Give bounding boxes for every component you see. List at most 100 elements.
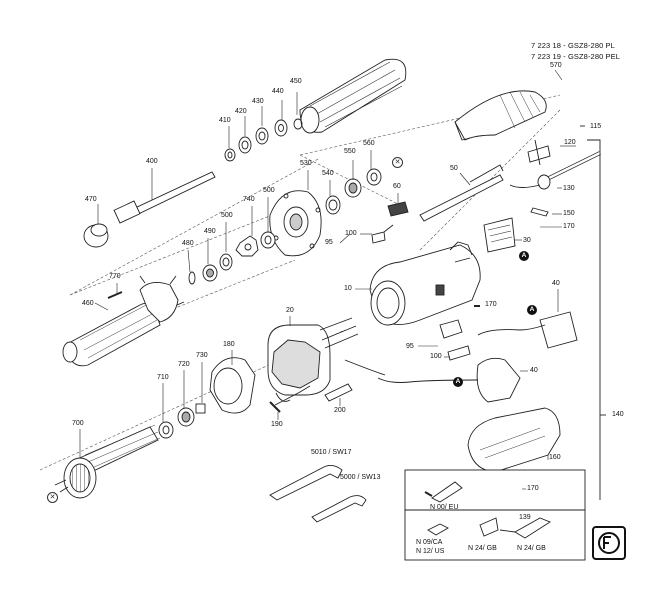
label-100-lower: 100 [430, 353, 442, 360]
label-20: 20 [286, 307, 294, 314]
part-140-bracket-line [587, 139, 606, 500]
part-100-brush-holder-upper [371, 224, 394, 244]
label-200: 200 [334, 407, 346, 414]
part-530-flange [269, 190, 322, 257]
label-740: 740 [243, 196, 255, 203]
part-130-power-cable [509, 151, 601, 190]
label-170-mid: 170 [485, 301, 497, 308]
label-160: 160 [549, 454, 561, 461]
part-115-cover-shell [454, 90, 547, 141]
label-plug-eu: N 00/ EU [430, 504, 459, 511]
model-line-2: 7 223 19 - GSZ8-280 PEL [531, 52, 621, 61]
marker-a-module: A [519, 251, 529, 261]
part-570-cover-tube [299, 58, 407, 134]
label-720: 720 [178, 361, 190, 368]
parts-500-spacers [219, 231, 276, 271]
parts-540-560-bearings [325, 168, 382, 215]
tool-5000-wrench [311, 495, 367, 523]
label-550: 550 [344, 148, 356, 155]
label-570: 570 [550, 62, 562, 69]
part-730-bushing [195, 403, 206, 414]
label-139: 139 [519, 514, 531, 521]
label-95-upper: 95 [325, 239, 333, 246]
label-560: 560 [363, 140, 375, 147]
label-180: 180 [223, 341, 235, 348]
part-400-spindle [113, 171, 216, 224]
label-100-upper: 100 [345, 230, 357, 237]
label-60: 60 [393, 183, 401, 190]
part-150-clip [530, 207, 549, 217]
label-430: 430 [252, 98, 264, 105]
part-190-cable [269, 385, 311, 413]
label-700: 700 [72, 420, 84, 427]
part-490-bearing [202, 264, 218, 282]
not-available-symbol-lower: ✕ [47, 492, 58, 503]
label-540: 540 [322, 170, 334, 177]
marker-a-switch-upper: A [527, 305, 537, 315]
label-plug-us: N 12/ US [416, 548, 445, 555]
part-700-armature [54, 424, 161, 499]
label-530: 530 [300, 160, 312, 167]
label-440: 440 [272, 88, 284, 95]
label-50: 50 [450, 165, 458, 172]
label-140: 140 [612, 411, 624, 418]
label-120: 120 [564, 139, 576, 146]
label-460: 460 [82, 300, 94, 307]
part-180-housing-ring [209, 357, 256, 414]
part-20-stator [267, 317, 359, 402]
model-line-1: 7 223 18 - GSZ8-280 PL [531, 41, 615, 50]
label-500-right: 500 [263, 187, 275, 194]
part-40-switch-upper [477, 311, 578, 349]
label-40-lower: 40 [530, 367, 538, 374]
label-95-lower: 95 [406, 343, 414, 350]
label-plug-gb-2: N 24/ GB [517, 545, 546, 552]
tool-5010-wrench [269, 465, 343, 501]
brand-logo-mark [598, 532, 620, 554]
part-480-ring [188, 271, 196, 285]
label-420: 420 [235, 108, 247, 115]
part-10-motor-housing [369, 241, 481, 326]
label-410: 410 [219, 117, 231, 124]
label-480: 480 [182, 240, 194, 247]
label-710: 710 [157, 374, 169, 381]
marker-a-switch-lower: A [453, 377, 463, 387]
plug-variants-box [404, 469, 586, 561]
part-200-sleeve [324, 359, 386, 402]
label-450: 450 [290, 78, 302, 85]
leader-lines [79, 69, 576, 490]
label-170-top: 170 [563, 223, 575, 230]
part-120-cable-clamp [527, 139, 551, 166]
part-460-front-housing [62, 275, 185, 367]
part-770-screw [107, 291, 123, 299]
part-470-collet-nut [83, 223, 109, 248]
label-10: 10 [344, 285, 352, 292]
label-190: 190 [271, 421, 283, 428]
part-30-electronic-module [483, 217, 516, 253]
part-60-switch-knob [387, 201, 409, 217]
part-720-bearing [177, 407, 195, 427]
label-490: 490 [204, 228, 216, 235]
label-130: 130 [563, 185, 575, 192]
part-710-washer [158, 421, 174, 439]
assembly-guide-lines [39, 94, 561, 471]
part-100-brush-holder-lower [439, 319, 471, 361]
label-wrench-5010: 5010 / SW17 [311, 449, 352, 456]
label-500-left: 500 [221, 212, 233, 219]
label-170-lower: 170 [527, 485, 539, 492]
part-160-rear-housing [467, 407, 561, 473]
label-470: 470 [85, 196, 97, 203]
label-770: 770 [109, 273, 121, 280]
label-plug-gb-1: N 24/ GB [468, 545, 497, 552]
brand-logo [592, 526, 626, 560]
part-40-switch-lower [377, 357, 521, 403]
label-150: 150 [563, 210, 575, 217]
label-40-upper: 40 [552, 280, 560, 287]
not-available-symbol-upper: ✕ [392, 157, 403, 168]
part-740-fan [235, 235, 259, 257]
label-plug-ca: N 09/CA [416, 539, 443, 546]
label-115: 115 [590, 123, 602, 130]
parts-410-450-rings [224, 118, 303, 162]
label-400: 400 [146, 158, 158, 165]
